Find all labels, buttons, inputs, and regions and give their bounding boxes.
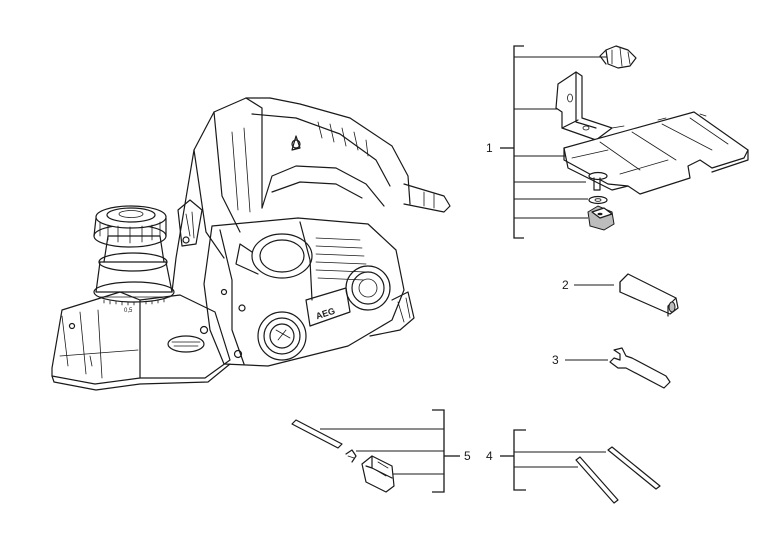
- callout-5: 5: [464, 449, 471, 463]
- fence-screw: [588, 171, 608, 191]
- fence-washer: [588, 195, 608, 205]
- callout-3: 3: [552, 353, 559, 367]
- pulley-cover-front: [257, 311, 307, 361]
- motor-vent-grille: [315, 237, 367, 281]
- group-5-small-parts: 5: [291, 409, 471, 493]
- group-1-parallel-fence: 1: [486, 45, 749, 239]
- brand-logo: AEG: [315, 306, 337, 322]
- callout-2: 2: [562, 278, 569, 292]
- fence-wing-nut: [587, 205, 615, 231]
- planer-tool-illustration: 0,5: [51, 97, 451, 391]
- fence-star-knob: [599, 45, 637, 69]
- depth-scale-label: 0,5: [124, 308, 133, 314]
- group-4-planer-blades: 4: [486, 429, 661, 504]
- callout-1: 1: [486, 141, 493, 155]
- item-2-part: 2: [562, 273, 679, 317]
- handle-vents: [317, 121, 369, 157]
- pulley-cover-rear: [345, 265, 391, 311]
- fence-angle-bracket: [555, 71, 613, 141]
- callout-4: 4: [486, 449, 493, 463]
- fence-clamp-knob: [167, 335, 205, 353]
- item-3-spanner: 3: [552, 347, 671, 389]
- fence-guide-plate: [563, 111, 749, 195]
